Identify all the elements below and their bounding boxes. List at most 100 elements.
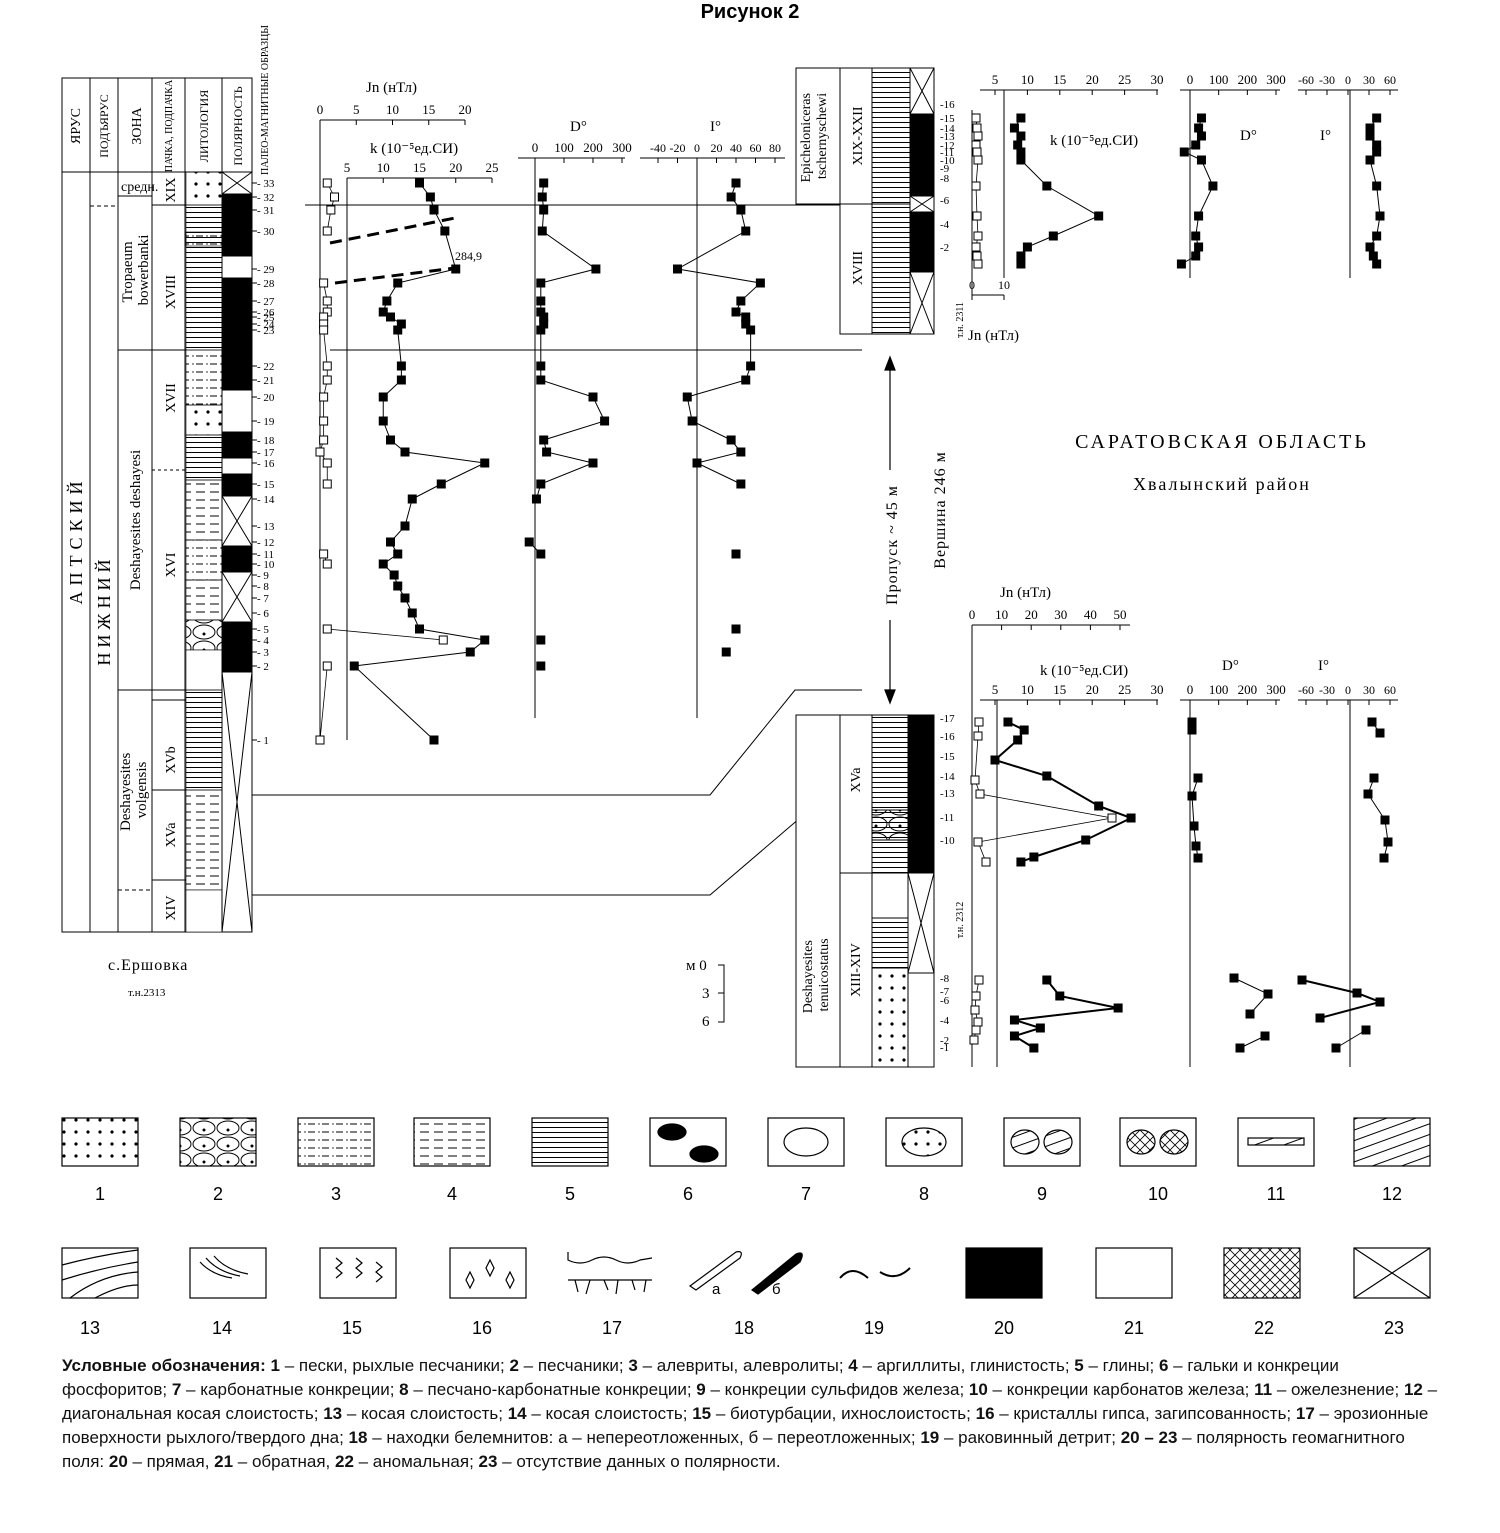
jn-series-point: [326, 205, 336, 215]
sample-label: - 33: [257, 178, 275, 190]
k-series-point: [415, 178, 424, 188]
sample-label: -10: [940, 155, 955, 167]
legend-21-reversed: [1095, 1247, 1173, 1299]
k-axis-title: k (10⁻⁵ед.СИ): [370, 141, 458, 157]
sample-label: -8: [940, 173, 950, 185]
jn-axis-title: Jn (нТл): [366, 80, 417, 96]
legend-symbols: [61, 1117, 1431, 1299]
tick-label: 20: [449, 160, 462, 175]
legend-number: 19: [864, 1318, 884, 1338]
jn-series-point: [319, 435, 329, 445]
legend-item-number: 18: [343, 1428, 368, 1447]
d-series-point: [536, 479, 546, 489]
k-series-point: [480, 458, 490, 468]
k-series-point: [480, 635, 490, 645]
legend-6-oval-a: [657, 1123, 687, 1141]
tick-label: 0: [532, 140, 539, 155]
sample-label: -15: [940, 751, 955, 763]
d-series-point: [524, 537, 534, 547]
k-series-point: [386, 537, 395, 547]
lower-section: [795, 714, 935, 1068]
k-series-point: [393, 325, 403, 335]
k-series-point: [451, 264, 461, 274]
d3-series-b-point: [1191, 841, 1201, 851]
d-series-point: [536, 325, 546, 335]
legend-22-anomalous: [1223, 1247, 1301, 1299]
jn2-series-point: [971, 242, 981, 252]
k-series-point: [378, 416, 388, 426]
header-zone: ЗОНА: [130, 106, 145, 144]
legend-15-bioturbation: [319, 1247, 397, 1299]
jn2-series-point: [973, 155, 983, 165]
d2-series-point: [1208, 181, 1218, 191]
legend-item-text: – биотурбации, ихнослоистость;: [711, 1404, 971, 1423]
i3-series-c-point: [1315, 1013, 1325, 1023]
legend-item-text: – кристаллы гипса, загипсованность;: [994, 1404, 1292, 1423]
i-series-point: [731, 307, 741, 317]
sample-label: - 23: [257, 325, 275, 337]
region-label: САРАТОВСКАЯ ОБЛАСТЬ: [1075, 431, 1369, 453]
tick-label: 40: [730, 141, 742, 155]
tick-label: 30: [1151, 682, 1164, 697]
jn3-series-point: [981, 857, 991, 867]
k2-series-point: [1016, 113, 1026, 123]
k3b-series-point: [1029, 1043, 1039, 1053]
tick-label: 0: [969, 607, 976, 622]
sample-label: - 22: [257, 361, 274, 373]
i-series-point: [731, 549, 741, 559]
legend-item-number: 8: [394, 1380, 409, 1399]
d-axis-title: D°: [570, 119, 587, 135]
sample-label: - 32: [257, 192, 274, 204]
k3-series-point: [990, 755, 1000, 765]
k2-series-point: [1016, 251, 1026, 261]
legend-18-belemnite-b: [750, 1252, 803, 1295]
sample-label: -6: [940, 195, 950, 207]
figure-title: Рисунок 2: [701, 1, 800, 23]
jn3-series-point: [975, 789, 985, 799]
legend-item-text: – песчаники;: [518, 1356, 624, 1375]
tick-label: 20: [1086, 72, 1099, 87]
d2-series-point: [1196, 155, 1206, 165]
legend-item-number: 7: [167, 1380, 182, 1399]
tick-label: 100: [1209, 72, 1229, 87]
d-series-point: [536, 635, 546, 645]
i3-series-c-line: [1301, 979, 1384, 1019]
tick-label: -40: [650, 141, 666, 155]
header-member: ПАЧКА, ПОДПАЧКА: [164, 79, 175, 172]
tick-label: 25: [1118, 682, 1131, 697]
k-series-point: [429, 735, 439, 745]
legend-description: Условные обозначения: 1 – пески, рыхлые …: [62, 1354, 1447, 1474]
jn3b-series-point: [970, 1005, 980, 1015]
jn2-series-point: [973, 131, 983, 141]
legend-item-text: – прямая,: [127, 1452, 210, 1471]
member-XVIII-right: XVIII: [851, 251, 866, 286]
tick-label: 0: [317, 102, 324, 117]
d3-series-c-point: [1263, 989, 1273, 999]
legend-item-text: – гальки и конкреции фосфоритов;: [62, 1356, 1339, 1399]
i-series-point: [692, 458, 702, 468]
tick-label: 15: [1053, 72, 1066, 87]
i3-series-b-point: [1363, 789, 1373, 799]
jn3b-series-point: [974, 975, 984, 985]
tick-label: 10: [995, 607, 1008, 622]
k-series-point: [386, 435, 395, 445]
sample-label: -13: [940, 788, 955, 800]
k2-series-point: [1016, 259, 1026, 269]
legend-number: 21: [1124, 1318, 1144, 1338]
i-series-point: [736, 205, 746, 215]
legend-9-oval-b: [1043, 1129, 1073, 1155]
tick-label: 10: [1021, 72, 1034, 87]
d-series-point: [539, 178, 549, 188]
i-series-point: [741, 375, 751, 385]
zone-deshayesi: Deshayesites deshayesi: [128, 450, 144, 590]
d3-series-c-point: [1245, 1009, 1255, 1019]
sample-label: - 20: [257, 392, 275, 404]
sample-label: -6: [940, 995, 950, 1007]
tick-label: 50: [1114, 607, 1127, 622]
tick-label: 0: [969, 278, 975, 292]
table-headers: ЯРУС ПОДЪЯРУС ЗОНА ПАЧКА, ПОДПАЧКА ЛИТОЛ…: [69, 25, 271, 175]
substage-middle-label: средн.: [121, 180, 158, 195]
legend-item-number: 19: [915, 1428, 940, 1447]
member-XIII-XIV: XIII-XIV: [849, 943, 864, 997]
